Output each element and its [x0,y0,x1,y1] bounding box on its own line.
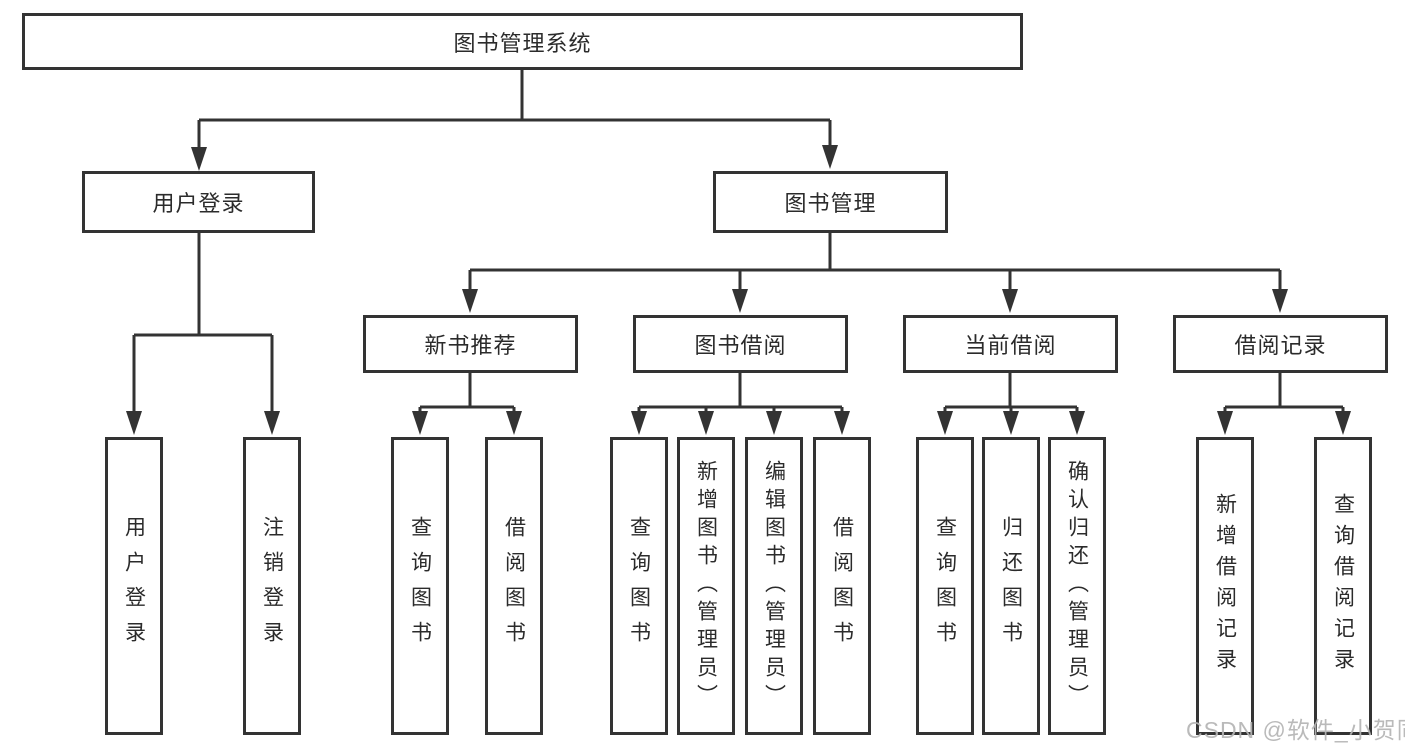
node-book-management: 图书管理 [713,171,948,233]
node-user-login: 用户登录 [82,171,315,233]
leaf-return-books-label: 归还图书 [999,516,1023,656]
leaf-add-borrow-record-label: 新增借阅记录 [1213,493,1237,679]
node-current-borrowing: 当前借阅 [903,315,1118,373]
node-new-book-recommend: 新书推荐 [363,315,578,373]
leaf-query-books-borrow: 查询图书 [610,437,668,735]
leaf-add-borrow-record: 新增借阅记录 [1196,437,1254,735]
leaf-add-books-admin: 新增图书（管理员） [677,437,735,735]
leaf-query-books-recommend-label: 查询图书 [408,516,432,656]
leaf-query-books-recommend: 查询图书 [391,437,449,735]
leaf-return-books: 归还图书 [982,437,1040,735]
leaf-logout-label: 注销登录 [260,516,284,656]
leaf-borrow-books-label: 借阅图书 [830,516,854,656]
leaf-edit-books-admin: 编辑图书（管理员） [745,437,803,735]
node-user-login-label: 用户登录 [152,191,245,216]
leaf-confirm-return-admin: 确认归还（管理员） [1048,437,1106,735]
leaf-user-login: 用户登录 [105,437,163,735]
node-book-borrowing: 图书借阅 [633,315,848,373]
node-book-borrowing-label: 图书借阅 [694,333,787,358]
leaf-add-books-admin-label: 新增图书（管理员） [694,460,718,712]
node-current-borrowing-label: 当前借阅 [964,333,1057,358]
node-borrowing-records: 借阅记录 [1173,315,1388,373]
leaf-user-login-label: 用户登录 [122,516,146,656]
node-borrowing-records-label: 借阅记录 [1234,333,1327,358]
node-root: 图书管理系统 [22,13,1023,70]
leaf-query-borrow-record-label: 查询借阅记录 [1331,493,1355,679]
leaf-logout: 注销登录 [243,437,301,735]
leaf-borrow-books: 借阅图书 [813,437,871,735]
node-book-management-label: 图书管理 [784,191,877,216]
leaf-query-books-borrow-label: 查询图书 [627,516,651,656]
node-root-label: 图书管理系统 [453,30,592,56]
leaf-confirm-return-admin-label: 确认归还（管理员） [1065,460,1089,712]
leaf-query-borrow-record: 查询借阅记录 [1314,437,1372,735]
leaf-borrow-books-recommend: 借阅图书 [485,437,543,735]
leaf-edit-books-admin-label: 编辑图书（管理员） [762,460,786,712]
watermark-text: CSDN @软件_小贺同学 [1186,717,1405,743]
leaf-query-books-current-label: 查询图书 [933,516,957,656]
leaf-borrow-books-recommend-label: 借阅图书 [502,516,526,656]
node-new-book-recommend-label: 新书推荐 [424,333,517,358]
leaf-query-books-current: 查询图书 [916,437,974,735]
